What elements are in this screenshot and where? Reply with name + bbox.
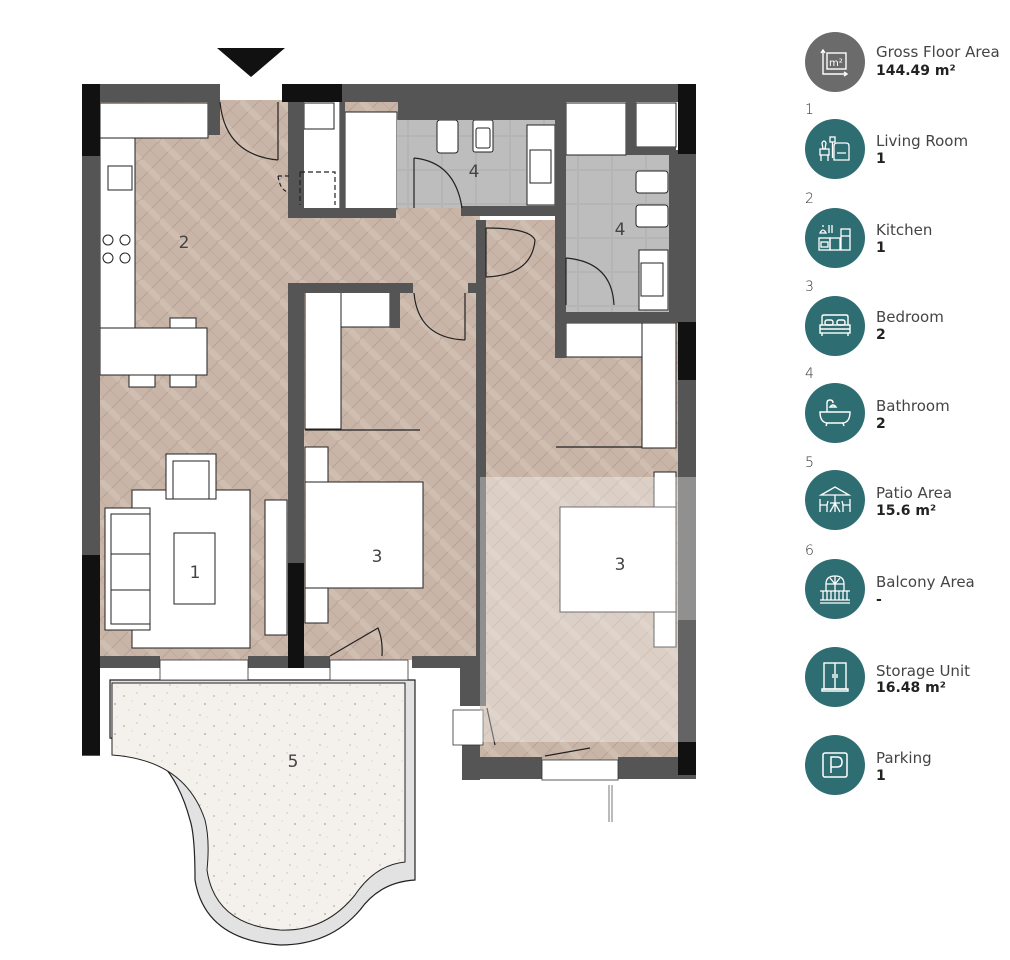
legend: m² Gross Floor Area 144.49 m² 1 Living R…: [805, 0, 1010, 960]
parking-label: Parking: [876, 749, 932, 767]
room-label-kitchen: 2: [179, 233, 190, 253]
floor-plan: 2 4 4 1 3 3 5: [82, 48, 760, 946]
room-label-patio: 5: [288, 752, 299, 772]
room-label-bathroom-2: 4: [615, 220, 626, 240]
balcony-icon: [805, 559, 865, 619]
kitchen-counters: [99, 102, 209, 388]
room-label-bedroom-1: 3: [372, 547, 383, 567]
parking-icon: [805, 735, 865, 795]
room-label-bathroom-1: 4: [469, 162, 480, 182]
living-furniture: [104, 453, 288, 649]
area-m2-icon: m²: [805, 32, 865, 92]
room-label-living: 1: [190, 563, 201, 583]
storage-unit-value: 16.48 m²: [876, 680, 946, 696]
storage-cabinet-icon: [805, 647, 865, 707]
balcony-area-label: Balcony Area: [876, 573, 975, 591]
bathtub-icon: [805, 383, 865, 443]
svg-text:m²: m²: [829, 58, 843, 69]
living-room-label: Living Room: [876, 132, 969, 150]
kitchen-value: 1: [876, 240, 886, 256]
watermark-logo: [480, 477, 760, 742]
bed-icon: [805, 296, 865, 356]
bedroom-value: 2: [876, 327, 886, 343]
entrance-arrow-icon: [217, 48, 285, 77]
living-room-value: 1: [876, 151, 886, 167]
room-label-bedroom-2: 3: [615, 555, 626, 575]
bathroom-value: 2: [876, 416, 886, 432]
legend-number: 5: [805, 455, 814, 471]
windows: [159, 659, 619, 781]
kitchen-label: Kitchen: [876, 221, 933, 239]
patio: [109, 679, 416, 946]
bedroom-label: Bedroom: [876, 308, 944, 326]
bedroom-2-furniture: [559, 322, 677, 648]
patio-umbrella-icon: [805, 470, 865, 530]
gross-floor-area-label: Gross Floor Area: [876, 43, 1000, 61]
legend-number: 3: [805, 279, 814, 295]
legend-number: 4: [805, 366, 814, 382]
patio-area-value: 15.6 m²: [876, 503, 937, 519]
legend-number: 2: [805, 191, 814, 207]
legend-number: 6: [805, 543, 814, 559]
kitchen-icon: [805, 208, 865, 268]
gross-floor-area-value: 144.49 m²: [876, 63, 956, 79]
storage-unit-label: Storage Unit: [876, 662, 970, 680]
patio-area-label: Patio Area: [876, 484, 953, 502]
legend-number: 1: [805, 102, 814, 118]
doors: [219, 101, 615, 757]
living-room-icon: [805, 119, 865, 179]
exterior-walls-black: [82, 84, 696, 775]
parking-value: 1: [876, 768, 886, 784]
bathroom-label: Bathroom: [876, 397, 950, 415]
bedroom-1-furniture: [304, 291, 424, 624]
balcony-area-value: -: [876, 592, 882, 608]
